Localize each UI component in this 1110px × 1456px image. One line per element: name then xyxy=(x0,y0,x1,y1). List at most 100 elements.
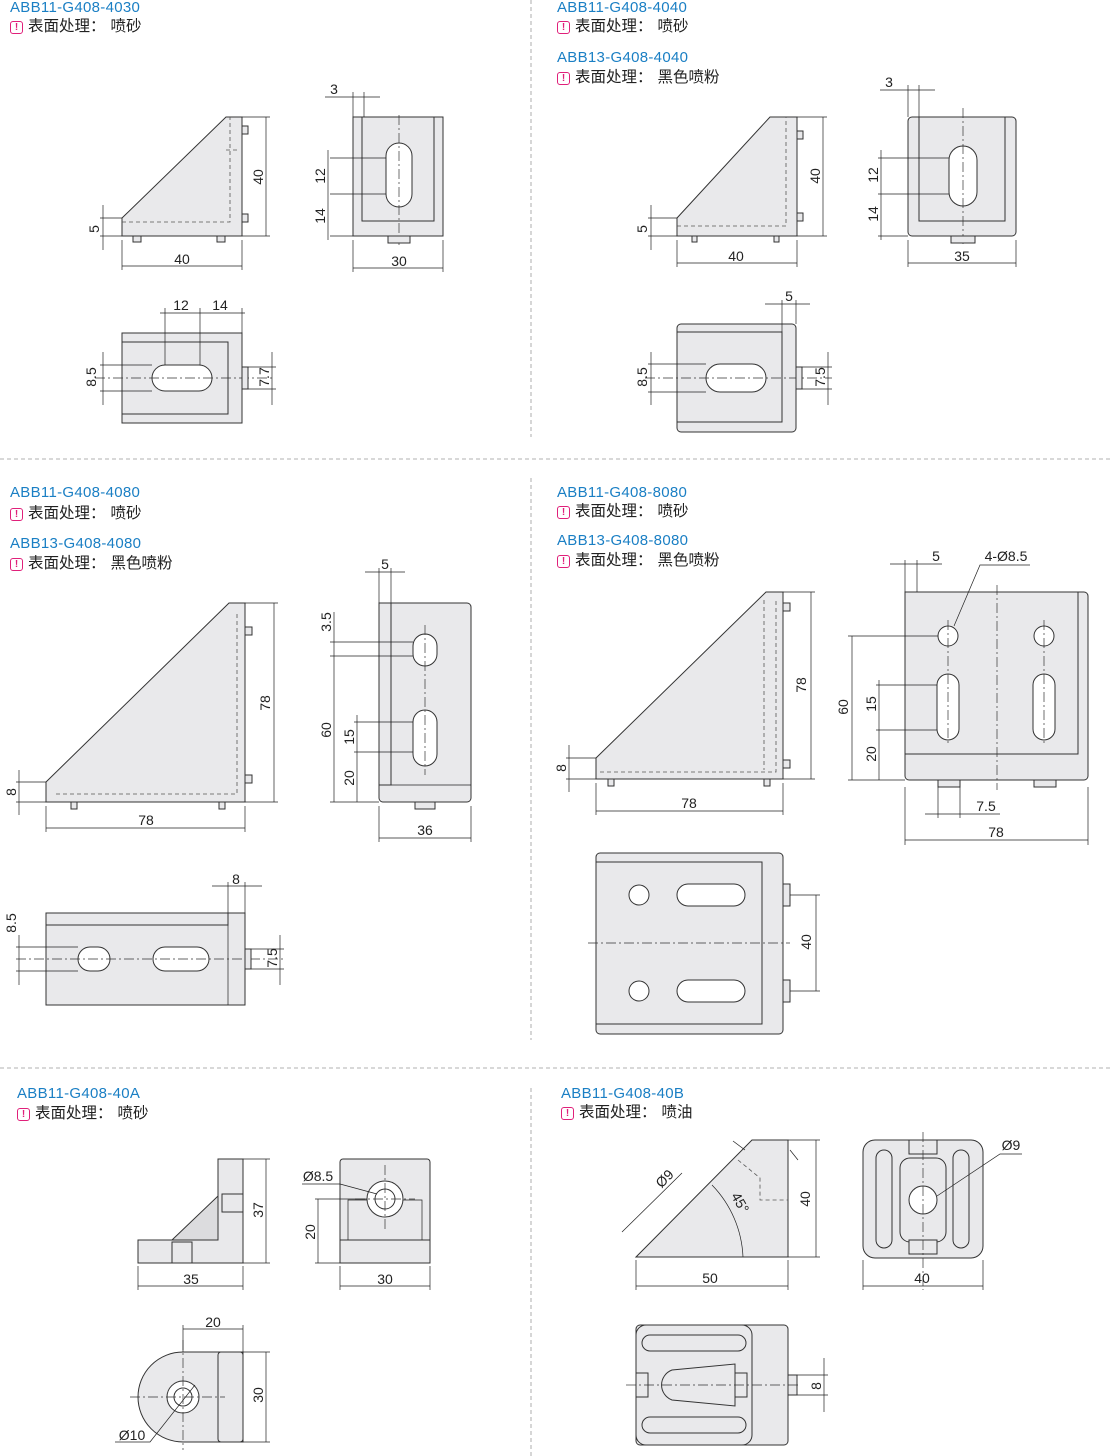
product-code: ABB11-G408-40B xyxy=(561,1085,685,1102)
product-code: ABB13-G408-4040 xyxy=(557,49,689,66)
dim-label: 37 xyxy=(250,1202,266,1218)
dim-label: 40 xyxy=(728,248,744,264)
dim-label: 5 xyxy=(86,225,102,233)
surface-value: 黑色喷粉 xyxy=(657,69,720,86)
dim-label: 78 xyxy=(793,677,809,693)
surface-label: 表面处理： xyxy=(28,555,106,572)
surface-treatment: ! 表面处理：黑色喷粉 xyxy=(557,69,720,87)
warning-icon: ! xyxy=(17,1107,30,1121)
dim-label: 40 xyxy=(914,1270,930,1286)
dim-label: 30 xyxy=(377,1271,393,1287)
drawing-4030: 3 40 5 40 12 14 30 12 14 8.5 7.7 xyxy=(83,81,444,424)
dim-label: 5 xyxy=(785,288,793,304)
dim-label: 8 xyxy=(553,764,569,772)
surface-value: 喷砂 xyxy=(657,18,689,35)
dim-label: 20 xyxy=(863,746,879,762)
dim-label: 8 xyxy=(232,871,240,887)
dim-label: Ø10 xyxy=(119,1427,146,1443)
surface-label: 表面处理： xyxy=(575,69,653,86)
dim-label: 60 xyxy=(835,699,851,715)
drawing-4040: 3 40 5 40 12 14 35 5 8.5 7.5 xyxy=(634,74,1017,433)
dim-label: Ø8.5 xyxy=(303,1168,334,1184)
dim-label: 12 xyxy=(173,297,189,313)
surface-label: 表面处理： xyxy=(579,1104,657,1121)
dim-label: 14 xyxy=(312,208,328,224)
dim-label: 60 xyxy=(318,722,334,738)
product-code: ABB13-G408-8080 xyxy=(557,532,689,549)
warning-icon: ! xyxy=(557,554,570,568)
dim-label: 3 xyxy=(885,74,893,90)
surface-value: 黑色喷粉 xyxy=(110,555,173,572)
dim-label: 4-Ø8.5 xyxy=(985,548,1028,564)
surface-treatment: ! 表面处理：喷油 xyxy=(561,1104,693,1122)
dim-label: 78 xyxy=(988,824,1004,840)
product-code: ABB13-G408-4080 xyxy=(10,535,142,552)
dim-label: 3.5 xyxy=(318,612,334,632)
dim-label: 8 xyxy=(3,788,19,796)
surface-treatment: ! 表面处理：黑色喷粉 xyxy=(10,555,173,573)
warning-icon: ! xyxy=(10,507,23,521)
dim-label: 78 xyxy=(138,812,154,828)
dim-label: 20 xyxy=(341,770,357,786)
product-code: ABB11-G408-4080 xyxy=(10,484,141,501)
dim-label: 40 xyxy=(807,168,823,184)
dim-label: 40 xyxy=(798,934,814,950)
dim-label: 30 xyxy=(250,1387,266,1403)
surface-treatment: !表面处理：黑色喷粉 xyxy=(557,552,720,570)
surface-label: 表面处理： xyxy=(35,1105,113,1122)
surface-treatment: ! 表面处理：喷砂 xyxy=(557,18,689,36)
dim-label: 35 xyxy=(954,248,970,264)
dim-label: 14 xyxy=(212,297,228,313)
dim-label: 12 xyxy=(865,167,881,183)
warning-icon: ! xyxy=(10,20,23,34)
warning-icon: ! xyxy=(557,71,570,85)
dim-label: 36 xyxy=(417,822,433,838)
surface-treatment: ! 表面处理：喷砂 xyxy=(17,1105,149,1123)
dim-label: 50 xyxy=(702,1270,718,1286)
surface-treatment: !表面处理：喷砂 xyxy=(557,503,689,521)
product-code: ABB11-G408-8080 xyxy=(557,484,688,501)
dim-label: 40 xyxy=(797,1191,813,1207)
surface-label: 表面处理： xyxy=(575,18,653,35)
surface-label: 表面处理： xyxy=(28,18,106,35)
dim-label: 8.5 xyxy=(3,913,19,933)
dim-label: Ø9 xyxy=(1002,1137,1021,1153)
dim-label: 7.7 xyxy=(256,367,272,387)
dim-label: 5 xyxy=(932,548,940,564)
warning-icon: ! xyxy=(10,557,23,571)
dim-label: 20 xyxy=(205,1314,221,1330)
surface-label: 表面处理： xyxy=(28,505,106,522)
dim-label: 7.5 xyxy=(976,798,996,814)
dim-label: 8 xyxy=(808,1382,824,1390)
surface-treatment: !表面处理：喷砂 xyxy=(10,505,142,523)
warning-icon: ! xyxy=(557,20,570,34)
dim-label: 15 xyxy=(341,729,357,745)
dim-label: 15 xyxy=(863,696,879,712)
drawing-40A: 37 35 Ø8.5 20 30 20 30 Ø10 xyxy=(115,1158,431,1450)
dim-label: 8.5 xyxy=(634,367,650,387)
drawing-8080: 5 4-Ø8.5 78 8 78 60 15 20 7.5 78 40 xyxy=(553,548,1089,1035)
surface-value: 喷砂 xyxy=(110,18,142,35)
surface-value: 喷油 xyxy=(661,1104,693,1121)
dim-label: 12 xyxy=(312,168,328,184)
dim-label: 35 xyxy=(183,1271,199,1287)
dim-label: 7.5 xyxy=(264,948,280,968)
surface-value: 喷砂 xyxy=(117,1105,149,1122)
surface-label: 表面处理： xyxy=(575,552,653,569)
product-code: ABB11-G408-4030 xyxy=(10,0,141,16)
dim-label: 40 xyxy=(174,251,190,267)
dim-label: 78 xyxy=(257,695,273,711)
warning-icon: ! xyxy=(557,505,570,519)
dim-label: 7.5 xyxy=(812,367,828,387)
dim-label: 20 xyxy=(302,1224,318,1240)
surface-label: 表面处理： xyxy=(575,503,653,520)
dim-label: 3 xyxy=(330,81,338,97)
surface-treatment: ! 表面处理：喷砂 xyxy=(10,18,142,36)
drawing-4080: 5 78 3.5 60 15 20 8 78 36 8 8.5 7.5 xyxy=(3,556,472,1006)
dim-label: 30 xyxy=(391,253,407,269)
dim-label: 5 xyxy=(381,556,389,572)
dim-label: Ø9 xyxy=(652,1166,677,1191)
warning-icon: ! xyxy=(561,1106,574,1120)
dim-label: 40 xyxy=(250,169,266,185)
